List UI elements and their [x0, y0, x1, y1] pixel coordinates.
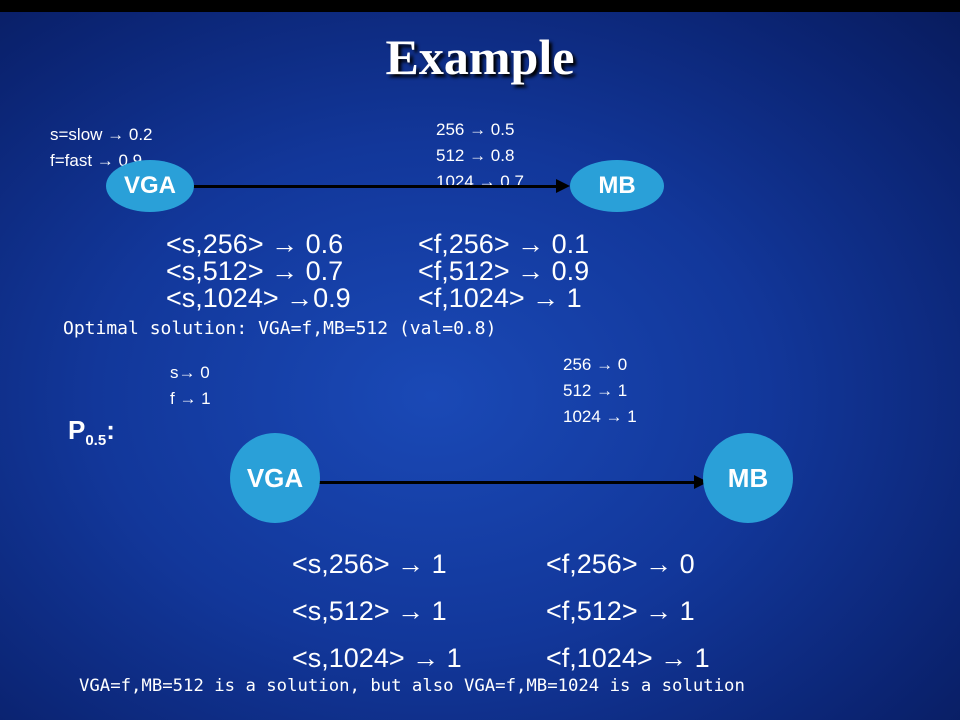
- top-bar: [0, 0, 960, 12]
- top-pairs-f: <f,256> → 0.1 <f,512> → 0.9 <f,1024> → 1: [418, 231, 589, 312]
- p05-solution-text: VGA=f,MB=512 is a solution, but also VGA…: [79, 676, 745, 696]
- p05-pair-f-512: <f,512> → 1: [546, 596, 695, 626]
- p05-label: P0.5:: [68, 415, 115, 450]
- p05-vga-domain-weights: s→ 0 f → 1: [170, 360, 211, 412]
- pair-f-512: <f,512> → 0.9: [418, 256, 590, 286]
- optimal-solution-text: Optimal solution: VGA=f,MB=512 (val=0.8): [63, 318, 497, 339]
- p05-pair-f-1024: <f,1024> → 1: [546, 643, 710, 673]
- p05-vga-weight-s: s→ 0: [170, 363, 210, 382]
- p05-edge: [318, 481, 696, 484]
- slide-title: Example: [385, 29, 575, 85]
- pair-f-256: <f,256> → 0.1: [418, 229, 590, 259]
- mb-weight-256: 256 → 0.5: [436, 120, 515, 139]
- p05-mb-weight-1024: 1024 → 1: [563, 407, 637, 426]
- p05-mb-domain-weights: 256 → 0 512 → 1 1024 → 1: [563, 352, 637, 430]
- vga-weight-slow: s=slow → 0.2: [50, 125, 153, 144]
- top-pairs-s: <s,256> → 0.6 <s,512> → 0.7 <s,1024> →0.…: [166, 231, 351, 312]
- p05-node-mb: MB: [703, 433, 793, 523]
- mb-weight-512: 512 → 0.8: [436, 146, 515, 165]
- pair-s-1024: <s,1024> →0.9: [166, 283, 351, 313]
- p05-node-vga: VGA: [230, 433, 320, 523]
- vga-domain-weights: s=slow → 0.2 f=fast → 0.9: [50, 122, 153, 174]
- top-node-mb: MB: [570, 160, 664, 212]
- p05-pair-s-512: <s,512> → 1: [292, 596, 447, 626]
- p05-pair-s-256: <s,256> → 1: [292, 549, 447, 579]
- p05-pair-f-256: <f,256> → 0: [546, 549, 695, 579]
- p05-vga-weight-f: f → 1: [170, 389, 211, 408]
- p05-pairs-s: <s,256> → 1 <s,512> → 1 <s,1024> → 1: [292, 541, 462, 682]
- mb-weight-1024: 1024 → 0.7: [436, 172, 524, 191]
- pair-f-1024: <f,1024> → 1: [418, 283, 582, 313]
- vga-weight-fast: f=fast → 0.9: [50, 151, 143, 170]
- p05-mb-weight-512: 512 → 1: [563, 381, 628, 400]
- top-edge-arrowhead: [556, 179, 570, 193]
- p05-pairs-f: <f,256> → 0 <f,512> → 1 <f,1024> → 1: [546, 541, 710, 682]
- p05-mb-weight-256: 256 → 0: [563, 355, 628, 374]
- pair-s-256: <s,256> → 0.6: [166, 229, 344, 259]
- mb-domain-weights: 256 → 0.5 512 → 0.8 1024 → 0.7: [436, 117, 524, 195]
- top-edge: [185, 185, 560, 188]
- p05-pair-s-1024: <s,1024> → 1: [292, 643, 462, 673]
- pair-s-512: <s,512> → 0.7: [166, 256, 344, 286]
- top-node-vga: VGA: [106, 160, 194, 212]
